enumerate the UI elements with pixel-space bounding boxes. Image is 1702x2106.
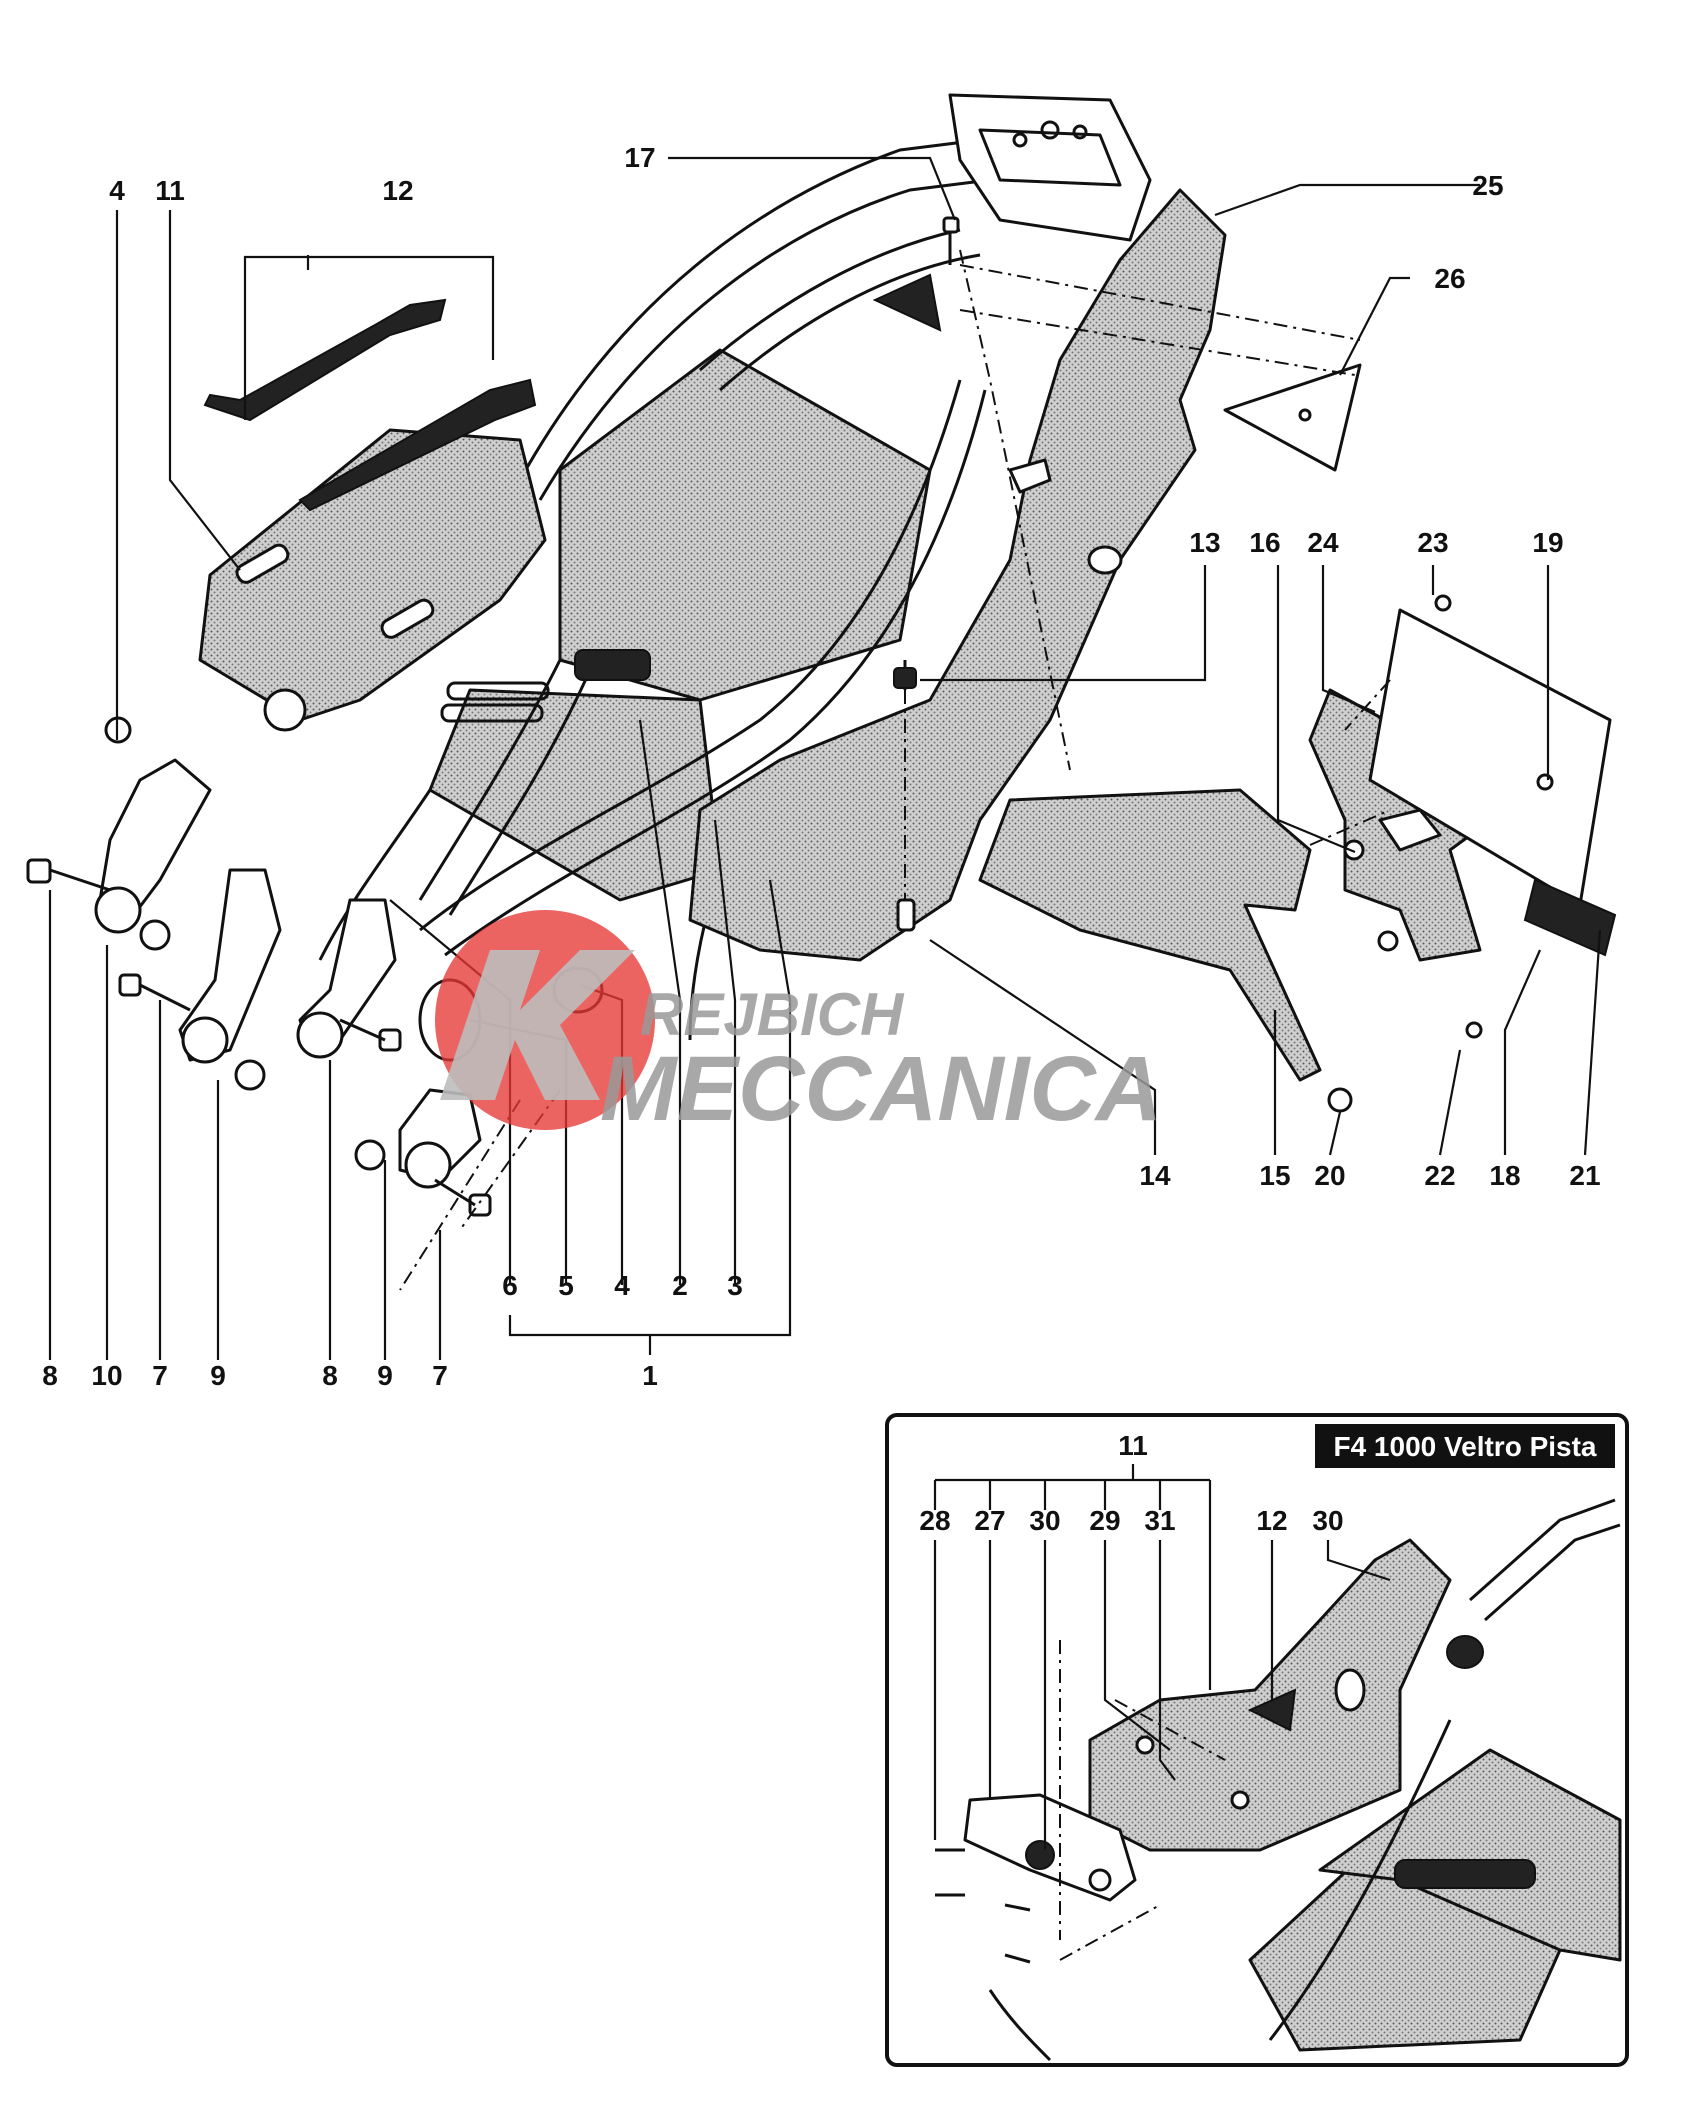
inset-callout: 29 xyxy=(1089,1505,1120,1536)
reflector xyxy=(1523,878,1617,957)
watermark-line-2: MECCANICA xyxy=(600,1038,1162,1140)
callout-label: 3 xyxy=(727,1270,743,1301)
inset-callout: 12 xyxy=(1256,1505,1287,1536)
inset-callout: 30 xyxy=(1312,1505,1343,1536)
callout-label: 4 xyxy=(109,175,125,206)
callout-label: 20 xyxy=(1314,1160,1345,1191)
callout-label: 15 xyxy=(1259,1160,1290,1191)
watermark-logo: REJBICH MECCANICA xyxy=(435,910,1162,1140)
inset-title: F4 1000 Veltro Pista xyxy=(1333,1431,1596,1462)
callout-label: 21 xyxy=(1569,1160,1600,1191)
plate-holder-arm xyxy=(978,788,1322,1082)
inset-callout: 28 xyxy=(919,1505,950,1536)
tray-pivot xyxy=(263,688,307,732)
callout-label: 22 xyxy=(1424,1160,1455,1191)
callout-label: 10 xyxy=(91,1360,122,1391)
callout-label: 13 xyxy=(1189,527,1220,558)
callout-label: 25 xyxy=(1472,170,1503,201)
callout-label: 14 xyxy=(1139,1160,1171,1191)
inset-callout: 27 xyxy=(974,1505,1005,1536)
callout-label: 11 xyxy=(155,175,185,206)
callout-label: 9 xyxy=(377,1360,393,1391)
main-callouts: 4 11 12 17 25 26 13 16 24 23 19 14 15 20… xyxy=(42,142,1600,1391)
callout-label: 19 xyxy=(1532,527,1563,558)
callout-label: 7 xyxy=(432,1360,448,1391)
callout-label: 4 xyxy=(614,1270,630,1301)
cowl-slot xyxy=(1008,458,1052,494)
callout-label: 16 xyxy=(1249,527,1280,558)
callout-label: 8 xyxy=(42,1360,58,1391)
callout-label: 1 xyxy=(642,1360,658,1391)
callout-label: 6 xyxy=(502,1270,518,1301)
plate-bracket-hole xyxy=(1378,808,1442,852)
callout-label: 7 xyxy=(152,1360,168,1391)
callout-label: 18 xyxy=(1489,1160,1520,1191)
inset-panel: F4 1000 Veltro Pista 11 xyxy=(885,1413,1629,2067)
leader-lines xyxy=(48,156,1602,1360)
triangle-plate xyxy=(1223,363,1362,472)
inset-callout: 31 xyxy=(1144,1505,1175,1536)
callout-label: 23 xyxy=(1417,527,1448,558)
assembly-line xyxy=(959,309,1356,376)
cowl-hole xyxy=(1087,545,1123,575)
main-view: 4 11 12 17 25 26 13 16 24 23 19 14 15 20… xyxy=(26,93,1617,1391)
battery-strap xyxy=(203,298,537,512)
rear-subframe xyxy=(318,93,1152,1041)
callout-label: 12 xyxy=(382,175,413,206)
watermark-line-1: REJBICH xyxy=(640,981,905,1048)
callout-label: 24 xyxy=(1307,527,1339,558)
callout-label: 8 xyxy=(322,1360,338,1391)
inset-callout: 11 xyxy=(1118,1430,1148,1461)
callout-label: 2 xyxy=(672,1270,688,1301)
callout-label: 17 xyxy=(624,142,655,173)
inset-title-bar xyxy=(1315,1424,1615,1468)
inset-callout: 30 xyxy=(1029,1505,1060,1536)
callout-label: 9 xyxy=(210,1360,226,1391)
callout-label: 26 xyxy=(1434,263,1465,294)
callout-label: 5 xyxy=(558,1270,574,1301)
